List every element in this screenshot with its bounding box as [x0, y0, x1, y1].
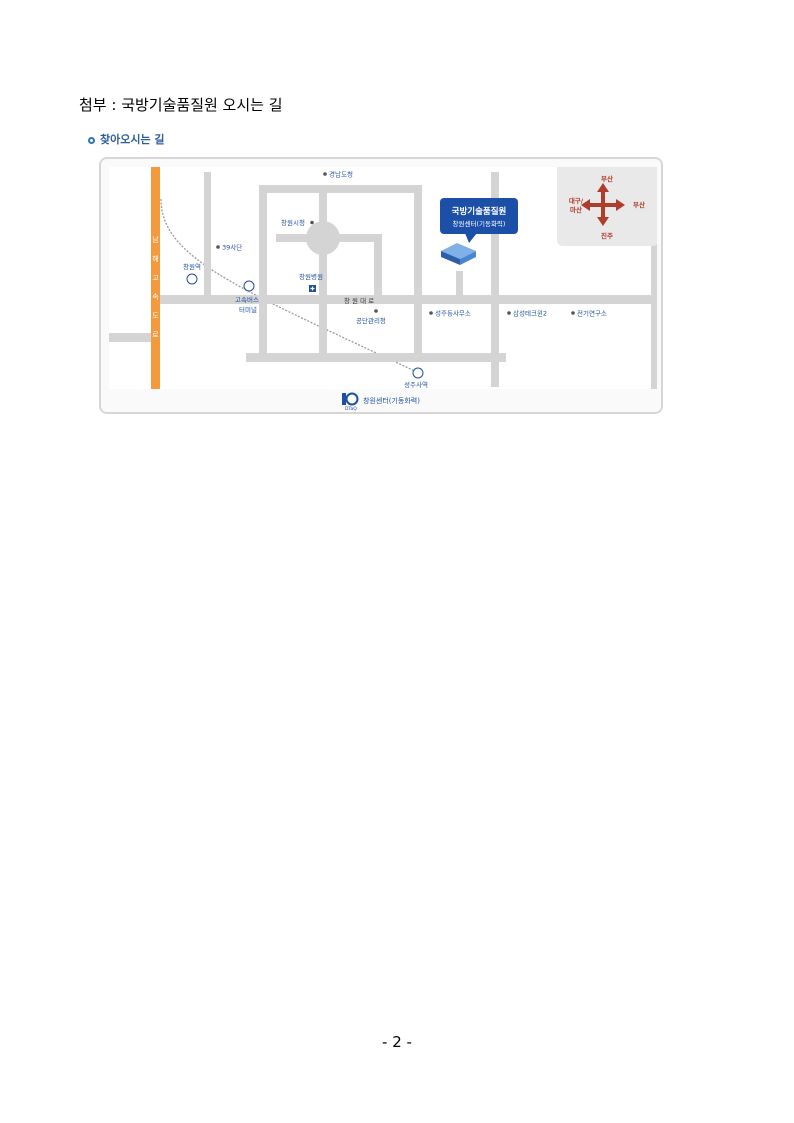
callout-pointer	[465, 233, 477, 243]
dtaq-logo-mark	[342, 393, 346, 405]
destination-callout: 국방기술품질원 창원센터(기동화력)	[440, 198, 518, 243]
marker-dot	[323, 172, 327, 176]
highway-label-char: 남	[152, 235, 159, 244]
road-north-loop	[259, 185, 419, 193]
landmarks: 경남도청 창원시청 39사단 창원역 고속버스 터미널 창원병원 창 원 대 로…	[183, 170, 607, 390]
landmark-samsung: 삼성테크윈2	[513, 309, 547, 318]
road-network	[109, 172, 657, 389]
building-icon	[441, 243, 476, 265]
landmark-seongju-office: 성주동사무소	[435, 309, 471, 318]
destination-name: 국방기술품질원	[452, 206, 507, 217]
landmark-industrial-complex: 공단관리청	[356, 316, 386, 325]
map-canvas: 남 해 고 속 도 로 부산 부산 대구/ 마산 진주	[101, 159, 661, 412]
landmark-electrotech: 전기연구소	[577, 309, 607, 318]
landmark-changwon-station: 창원역	[183, 262, 201, 271]
marker-dot	[571, 311, 575, 315]
road-vertical-d	[414, 185, 422, 359]
highway-label-char: 고	[152, 274, 159, 282]
road-vertical-east	[491, 172, 499, 387]
landmark-bus-terminal-2: 터미널	[239, 305, 257, 314]
document-title: 첨부 : 국방기술품질원 오시는 길	[79, 96, 283, 114]
landmark-bus-terminal-1: 고속버스	[235, 295, 259, 304]
road-changwon-daero	[157, 295, 657, 304]
road-vertical-c	[374, 234, 382, 298]
map-footer: DTaQ 창원센터(기동화력)	[342, 392, 420, 412]
callout-box	[440, 198, 518, 234]
landmark-39-division: 39사단	[222, 243, 242, 252]
compass-south-label: 진주	[601, 231, 613, 240]
marker-dot	[507, 311, 511, 315]
marker-dot	[429, 311, 433, 315]
compass-west-label-2: 마산	[570, 205, 582, 214]
compass-east-label: 부산	[633, 200, 645, 209]
highway-label: 남 해 고 속 도 로	[152, 235, 159, 339]
roundabout	[306, 221, 340, 255]
compass-west-label-1: 대구/	[569, 196, 584, 205]
compass: 부산 부산 대구/ 마산 진주	[557, 167, 657, 246]
location-map: 남 해 고 속 도 로 부산 부산 대구/ 마산 진주	[99, 157, 663, 414]
marker-dot	[374, 309, 378, 313]
road-vertical-b	[319, 185, 327, 357]
marker-dot	[310, 220, 314, 225]
destination-subname: 창원센터(기동화력)	[453, 219, 506, 228]
landmark-changwon-city-hall: 창원시청	[281, 218, 305, 227]
railway-line	[160, 198, 422, 375]
compass-north-label: 부산	[601, 174, 613, 183]
highway-label-char: 속	[152, 293, 159, 301]
footer-label: 창원센터(기동화력)	[363, 396, 420, 405]
landmark-gyeongnam-office: 경남도청	[329, 170, 353, 179]
road-label-changwon-daero: 창 원 대 로	[344, 296, 374, 305]
bullet-icon	[88, 136, 95, 144]
compass-arrow-icon	[581, 183, 625, 226]
train-icon	[186, 273, 198, 285]
road-west-spur	[109, 333, 159, 342]
landmark-changwon-hospital: 창원병원	[299, 272, 323, 281]
hospital-cross	[310, 286, 315, 291]
road-vertical-west	[204, 172, 211, 298]
road-to-destination	[456, 271, 463, 297]
section-heading: 찾아오시는 길	[88, 133, 165, 147]
highway-label-char: 해	[152, 254, 158, 263]
section-heading-text: 찾아오시는 길	[100, 133, 165, 146]
highway-namhae	[151, 167, 160, 389]
dtaq-logo-icon	[345, 392, 359, 406]
landmark-seongju-station: 성주사역	[404, 380, 428, 389]
dtaq-logo-text: DTaQ	[345, 406, 357, 412]
road-south	[246, 353, 506, 362]
train-icon	[412, 367, 424, 379]
highway-label-char: 도	[152, 312, 159, 320]
page-number: - 2 -	[382, 1033, 412, 1051]
highway-label-char: 로	[152, 331, 159, 339]
road-east-edge	[651, 244, 657, 389]
marker-dot	[216, 245, 220, 249]
bus-icon	[243, 280, 255, 292]
road-vertical-a	[259, 185, 267, 357]
